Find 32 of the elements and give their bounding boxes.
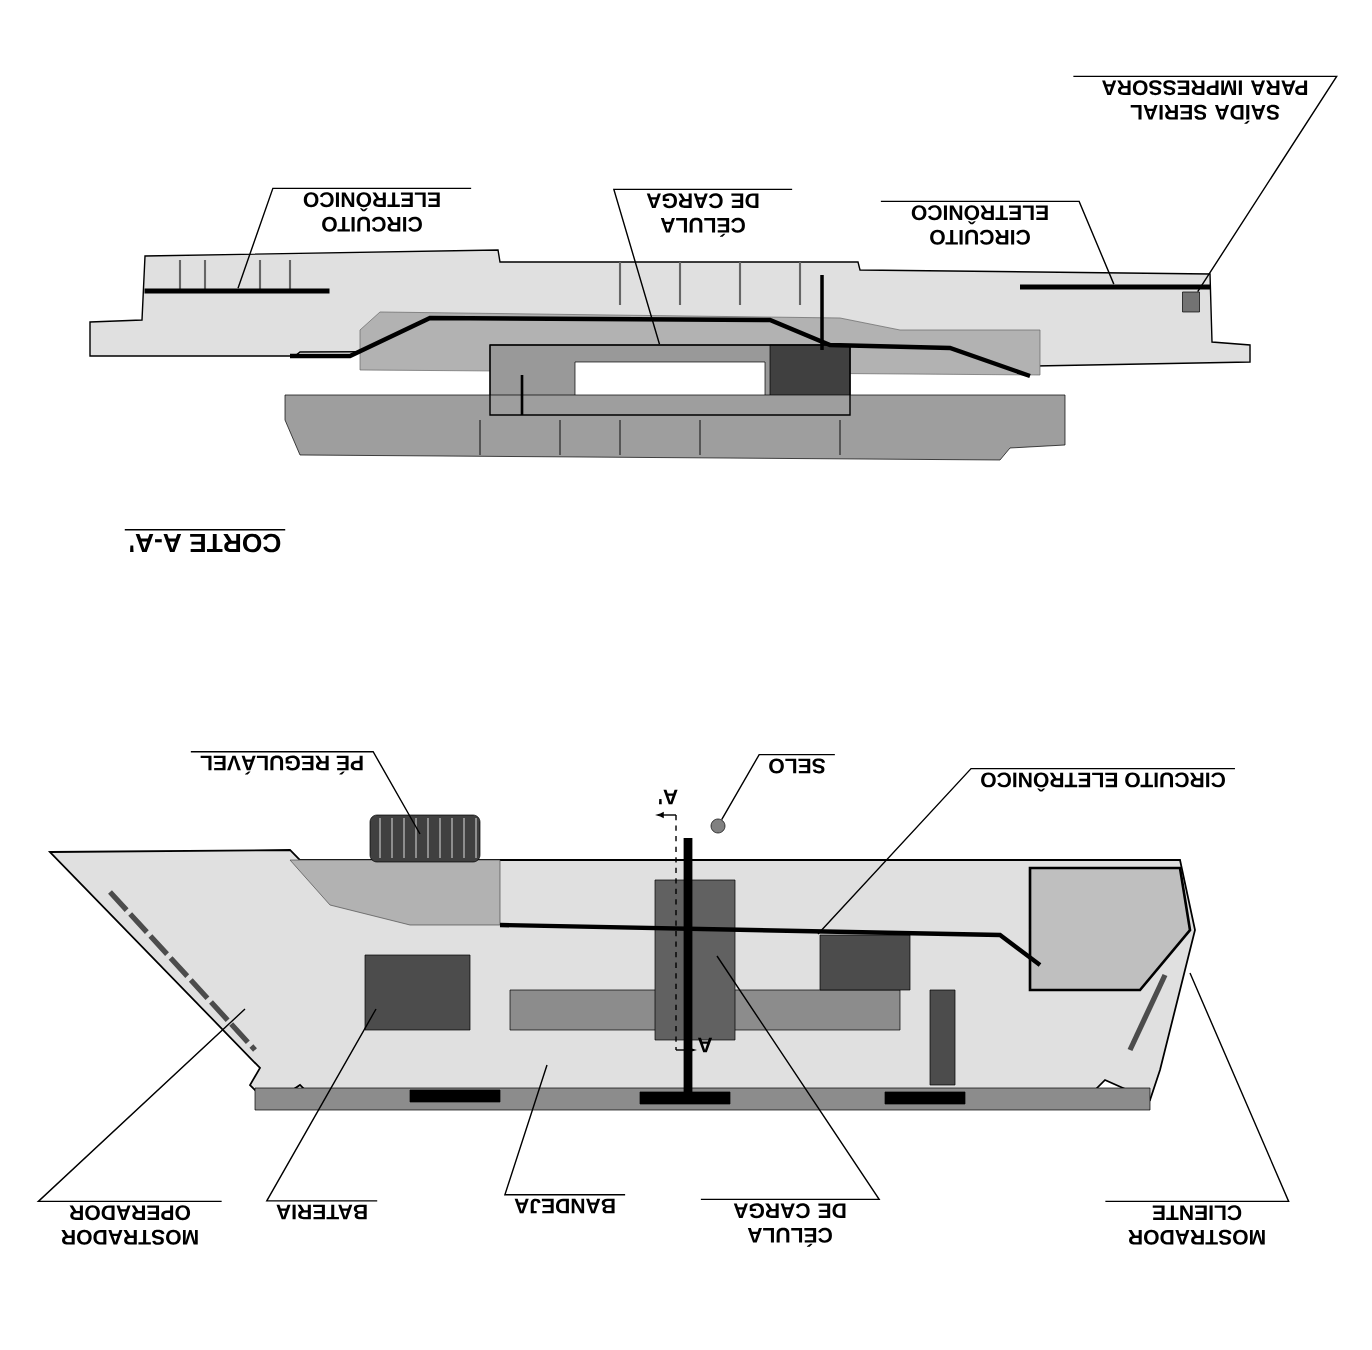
leader-line — [720, 753, 836, 821]
part-label: BATERIA — [276, 1204, 367, 1220]
leader-line — [612, 188, 793, 345]
leader-line — [36, 1008, 246, 1203]
part-label: CIRCUITO ELETRÔNICO — [303, 192, 440, 232]
part-label: MOSTRADOR CLIENTE — [1128, 1205, 1265, 1245]
part-label: MOSTRADOR OPERADOR — [61, 1205, 198, 1245]
part-label: CÉLULA DE CARGA — [733, 1203, 846, 1247]
part-label: CÉLULA DE CARGA — [646, 193, 759, 237]
part-label: BANDEJA — [514, 1198, 615, 1214]
load-cell — [489, 344, 851, 416]
section-title: CORTE A-A' — [124, 529, 286, 553]
leader-line — [880, 200, 1115, 285]
leader-line — [817, 767, 1236, 935]
leader-line — [265, 1008, 378, 1202]
part-label: CIRCUITO ELETRÔNICO — [911, 205, 1048, 245]
part-label: CIRCUITO ELETRÔNICO — [981, 772, 1225, 792]
part-label: PÉ REGULÁVEL — [200, 755, 363, 775]
leader-line — [1072, 75, 1338, 293]
section-mark: A — [697, 1037, 713, 1053]
connector — [1182, 291, 1200, 313]
leader-line — [1104, 972, 1290, 1203]
leader-line — [503, 1064, 626, 1196]
leader-line — [190, 751, 421, 835]
leader-line — [237, 187, 472, 289]
circuit-board — [144, 288, 330, 294]
section-mark: A' — [659, 789, 678, 805]
seal-drawing — [710, 818, 726, 834]
part-label: SAÍDA SERIAL PARA IMPRESSORA — [1102, 80, 1308, 124]
part-label: SELO — [769, 758, 826, 774]
leader-line — [700, 955, 881, 1201]
circuit-board — [1020, 284, 1210, 290]
